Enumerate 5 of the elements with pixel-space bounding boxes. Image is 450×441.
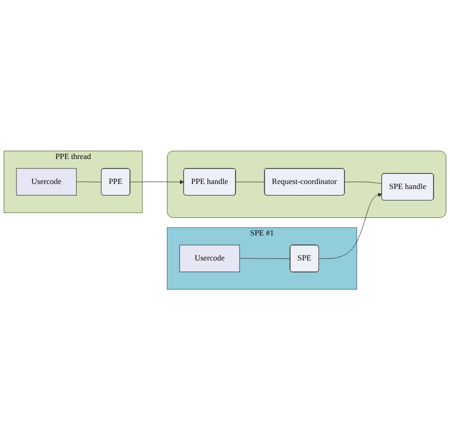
connector xyxy=(76,182,102,183)
connector xyxy=(236,182,265,183)
connector xyxy=(239,258,291,260)
cluster xyxy=(166,151,446,218)
connector xyxy=(344,182,382,184)
